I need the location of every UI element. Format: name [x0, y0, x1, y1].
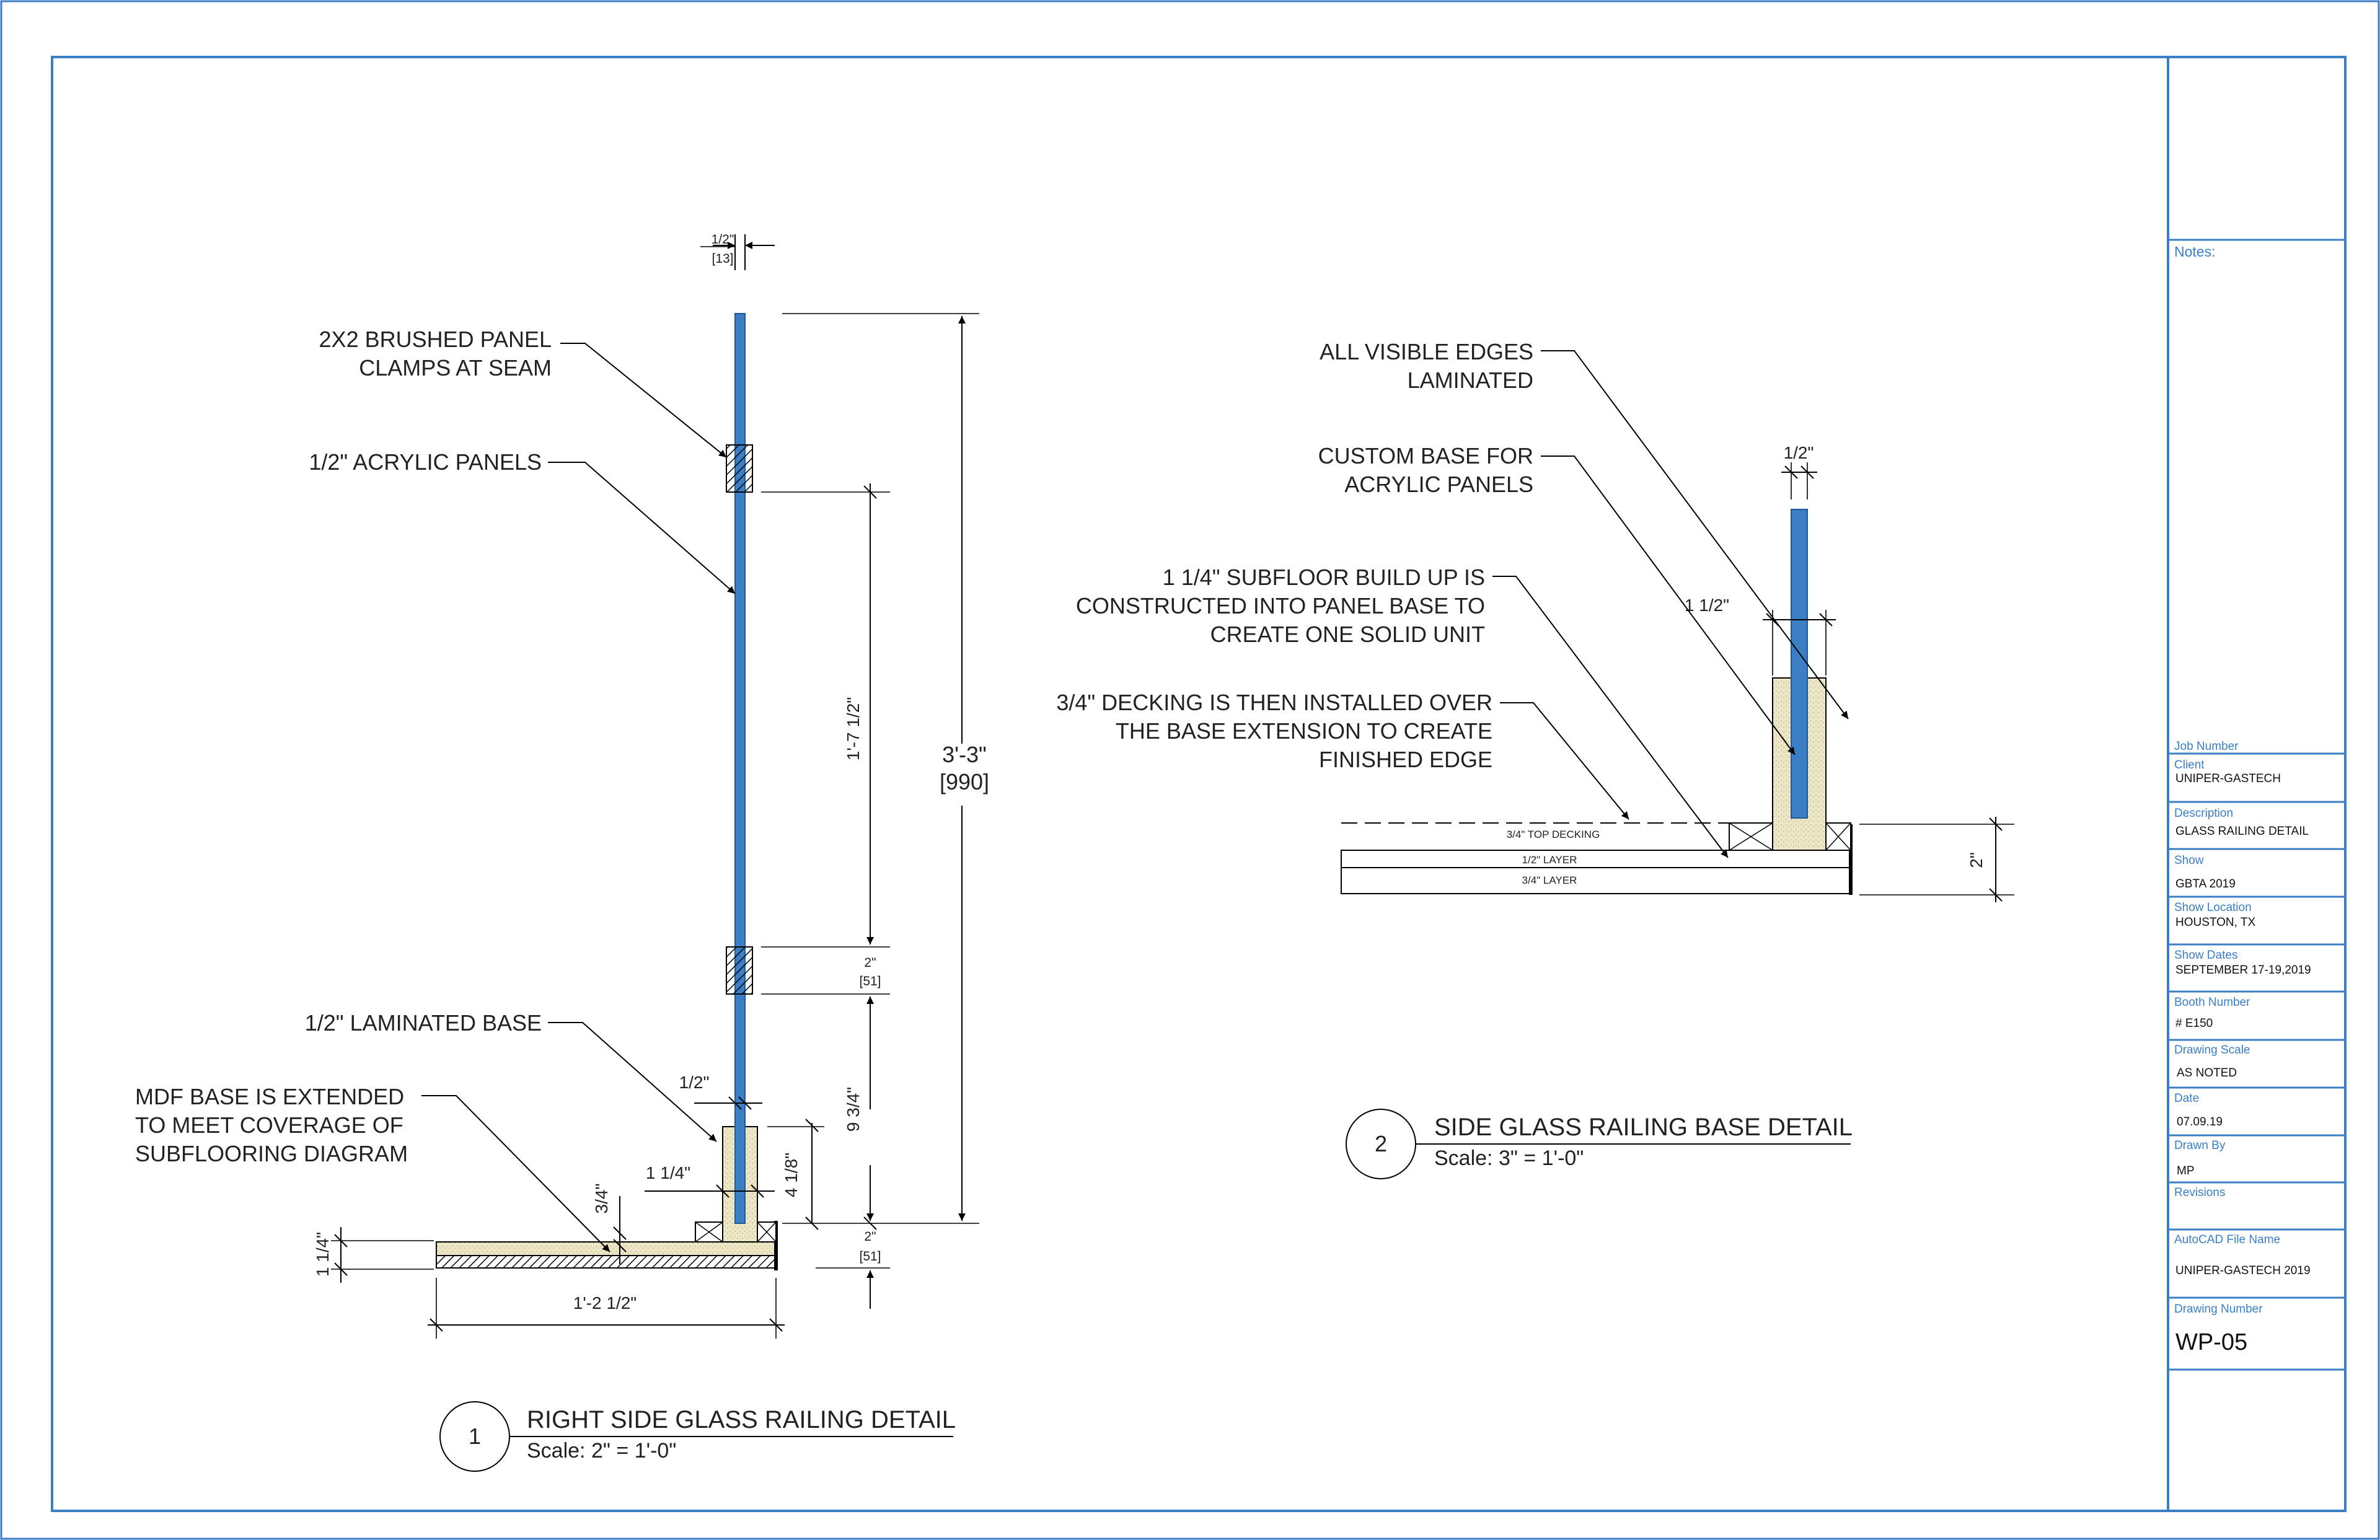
dim-clamp-mm: [51]	[859, 974, 881, 988]
dim-top-width-mm: [13]	[712, 252, 733, 266]
dim-bottom-mm: [51]	[859, 1249, 881, 1264]
callout-mdf-line2: TO MEET COVERAGE OF	[135, 1112, 403, 1138]
detail-2-scale: Scale: 3" = 1'-0"	[1434, 1146, 1584, 1170]
field-label-drawing-scale: Drawing Scale	[2174, 1044, 2250, 1057]
dim-clamp: 2"	[864, 956, 876, 970]
field-label-job-number: Job Number	[2174, 740, 2239, 753]
detail-2: 3/4" TOP DECKING 1/2" LAYER 3/4" LAYER 1…	[1056, 339, 2014, 1179]
dim-overall-height-mm: [990]	[940, 769, 989, 794]
field-value-description: GLASS RAILING DETAIL	[2175, 825, 2309, 838]
field-value-show-location: HOUSTON, TX	[2175, 916, 2255, 929]
dim-bottom: 2"	[864, 1230, 876, 1244]
callout-mdf-line3: SUBFLOORING DIAGRAM	[135, 1141, 408, 1166]
dim-floor-length: 1'-2 1/2"	[573, 1293, 637, 1313]
acrylic-panel-2	[1791, 509, 1808, 819]
field-label-revisions: Revisions	[2174, 1186, 2225, 1199]
field-value-drawing-number: WP-05	[2175, 1329, 2247, 1355]
field-label-drawing-number: Drawing Number	[2174, 1303, 2263, 1316]
layer-half	[1341, 850, 1851, 868]
dim-lower-span: 9 3/4"	[844, 1087, 863, 1132]
callout-custom-line2: ACRYLIC PANELS	[1344, 472, 1533, 497]
dim-floor-height: 1 1/4"	[313, 1232, 332, 1277]
callout-decking-line2: THE BASE EXTENSION TO CREATE	[1116, 718, 1492, 744]
dim-panel-width: 1/2"	[679, 1073, 710, 1092]
field-label-drawn-by: Drawn By	[2174, 1139, 2226, 1152]
dim-top-width: 1/2"	[712, 232, 734, 247]
detail-1-scale: Scale: 2" = 1'-0"	[527, 1439, 676, 1463]
layer-top-label: 3/4" TOP DECKING	[1507, 829, 1600, 840]
panel-clamp-top	[726, 444, 753, 493]
callout-subfloor-line3: CREATE ONE SOLID UNIT	[1210, 622, 1485, 647]
callout-mdf-line1: MDF BASE IS EXTENDED	[135, 1084, 404, 1109]
dim-span: 1'-7 1/2"	[844, 697, 863, 760]
dim-base-width: 1 1/4"	[646, 1163, 690, 1182]
detail-2-title: SIDE GLASS RAILING BASE DETAIL	[1434, 1114, 1853, 1141]
acrylic-panel	[734, 313, 746, 1224]
callout-laminated-base: 1/2" LAMINATED BASE	[305, 1010, 542, 1036]
field-value-drawing-scale: AS NOTED	[2177, 1067, 2237, 1080]
field-value-date: 07.09.19	[2177, 1115, 2223, 1129]
field-label-booth-number: Booth Number	[2174, 996, 2250, 1009]
title-block: Notes: Job Number Client UNIPER-GASTECH …	[2168, 239, 2345, 1371]
field-label-show-location: Show Location	[2174, 901, 2252, 914]
floor-hatch	[436, 1255, 777, 1269]
field-value-autocad-file: UNIPER-GASTECH 2019	[2175, 1264, 2311, 1277]
panel-clamp-bottom	[726, 946, 753, 995]
callout-subfloor-line2: CONSTRUCTED INTO PANEL BASE TO	[1076, 593, 1485, 618]
callout-decking-line1: 3/4" DECKING IS THEN INSTALLED OVER	[1056, 690, 1492, 715]
layer-bottom-label: 3/4" LAYER	[1522, 874, 1577, 886]
dim-overall-height: 3'-3"	[942, 742, 987, 767]
callout-custom-line1: CUSTOM BASE FOR	[1318, 443, 1533, 469]
detail-2-number: 2	[1375, 1131, 1387, 1156]
field-value-show: GBTA 2019	[2175, 878, 2236, 891]
field-value-client: UNIPER-GASTECH	[2175, 772, 2281, 785]
field-label-client: Client	[2174, 759, 2205, 772]
dim-base-width-2: 1 1/2"	[1685, 596, 1729, 615]
callout-decking-line3: FINISHED EDGE	[1319, 747, 1492, 772]
layer-middle-label: 1/2" LAYER	[1522, 854, 1577, 866]
notes-label: Notes:	[2174, 244, 2215, 260]
field-value-booth-number: # E150	[2175, 1017, 2213, 1030]
drawing-frame	[51, 56, 2347, 1512]
callout-edges-line1: ALL VISIBLE EDGES	[1320, 339, 1533, 364]
callout-subfloor-line1: 1 1/4" SUBFLOOR BUILD UP IS	[1163, 565, 1485, 590]
dim-base-height: 4 1/8"	[782, 1153, 801, 1197]
dim-panel-width-2: 1/2"	[1784, 443, 1814, 462]
callout-edges-line2: LAMINATED	[1408, 367, 1533, 393]
dim-height-2: 2"	[1967, 852, 1986, 868]
field-label-date: Date	[2174, 1092, 2199, 1105]
field-label-show-dates: Show Dates	[2174, 949, 2237, 962]
field-value-drawn-by: MP	[2177, 1164, 2195, 1177]
dim-subfloor: 3/4"	[592, 1184, 611, 1214]
detail-1-title: RIGHT SIDE GLASS RAILING DETAIL	[527, 1406, 956, 1433]
field-value-show-dates: SEPTEMBER 17-19,2019	[2175, 964, 2311, 977]
layer-three-quarter	[1341, 867, 1851, 894]
field-label-show: Show	[2174, 854, 2204, 867]
detail-1: 1/2" [13] 3'-3" [990] 1'-7 1/2" 2" [51] …	[135, 232, 989, 1472]
detail-1-number: 1	[469, 1423, 481, 1449]
field-label-description: Description	[2174, 807, 2233, 820]
field-label-autocad-file: AutoCAD File Name	[2174, 1233, 2280, 1246]
callout-clamps-line2: CLAMPS AT SEAM	[359, 355, 552, 381]
callout-clamps-line1: 2X2 BRUSHED PANEL	[319, 327, 552, 352]
callout-panels: 1/2" ACRYLIC PANELS	[309, 449, 542, 475]
